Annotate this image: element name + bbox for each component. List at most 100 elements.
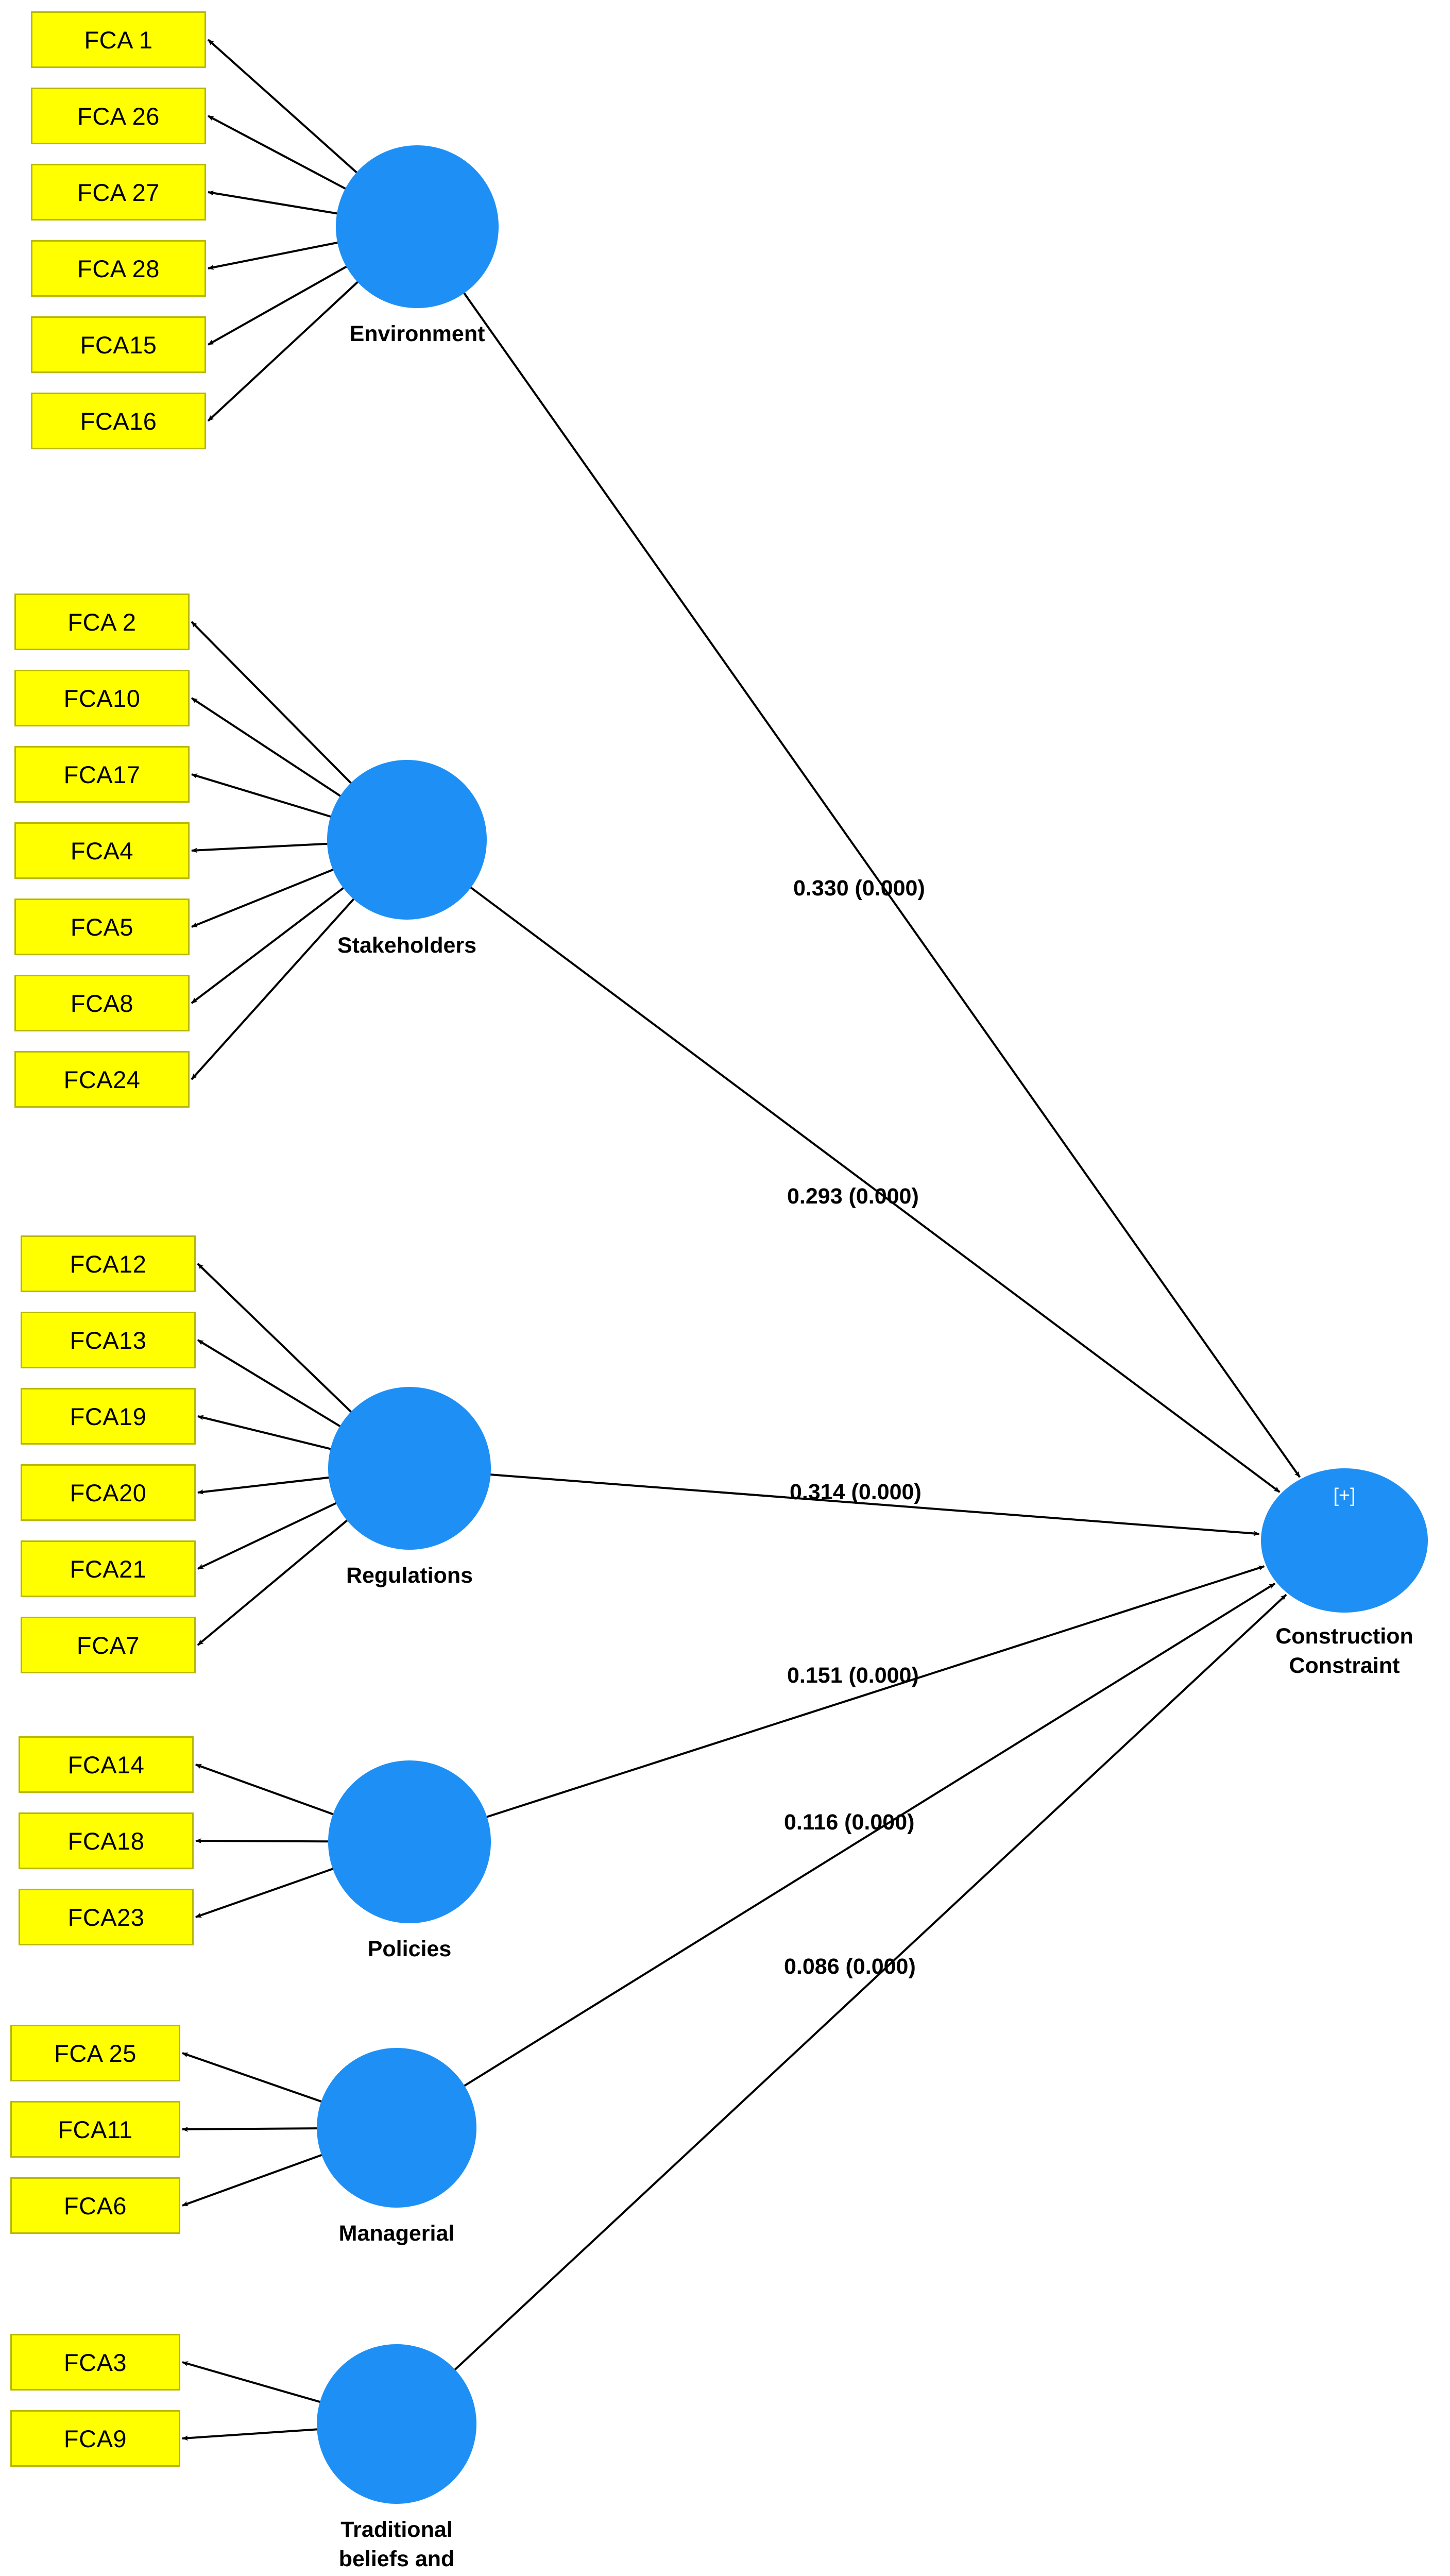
indicator-box[interactable]: FCA21 bbox=[21, 1540, 196, 1597]
measurement-arrow bbox=[191, 697, 342, 798]
indicator-box[interactable]: FCA 26 bbox=[31, 88, 206, 144]
measurement-arrow bbox=[182, 2361, 321, 2403]
construct-label-line: Regulations bbox=[346, 1563, 473, 1588]
indicator-box[interactable]: FCA6 bbox=[10, 2177, 180, 2234]
structural-path-traditional-beliefs-ownership bbox=[453, 1594, 1287, 2371]
construct-circle-regulations[interactable] bbox=[328, 1387, 491, 1550]
measurement-arrow bbox=[195, 1867, 334, 1918]
indicator-box[interactable]: FCA11 bbox=[10, 2101, 180, 2158]
construct-circle-construction-constraint[interactable] bbox=[1261, 1468, 1428, 1613]
construct-label-environment: Environment bbox=[299, 319, 536, 349]
measurement-arrow bbox=[208, 265, 348, 346]
measurement-arrow bbox=[197, 1339, 342, 1428]
path-coefficient-label: 0.293 (0.000) bbox=[787, 1184, 919, 1209]
construct-label-line: Traditional bbox=[340, 2517, 453, 2542]
indicator-box[interactable]: FCA3 bbox=[10, 2334, 180, 2391]
indicator-box[interactable]: FCA18 bbox=[19, 1812, 194, 1869]
indicator-label: FCA23 bbox=[67, 1903, 145, 1931]
measurement-arrow bbox=[182, 2154, 323, 2207]
indicator-label: FCA9 bbox=[63, 2425, 127, 2452]
structural-path-stakeholders bbox=[469, 886, 1281, 1493]
construct-label-line: Construction bbox=[1275, 1624, 1413, 1649]
indicator-label: FCA11 bbox=[58, 2115, 133, 2143]
measurement-arrow bbox=[208, 190, 338, 215]
construct-label-line: ownership bbox=[278, 2574, 515, 2576]
measurement-arrow bbox=[197, 1519, 349, 1646]
measurement-arrow bbox=[182, 2052, 323, 2103]
indicator-box[interactable]: FCA12 bbox=[21, 1235, 196, 1292]
structural-path-policies bbox=[485, 1565, 1265, 1819]
indicator-box[interactable]: FCA19 bbox=[21, 1388, 196, 1445]
indicator-box[interactable]: FCA7 bbox=[21, 1617, 196, 1673]
indicator-box[interactable]: FCA9 bbox=[10, 2410, 180, 2467]
indicator-label: FCA16 bbox=[80, 407, 157, 435]
indicator-label: FCA19 bbox=[70, 1402, 147, 1430]
construct-label-regulations: Regulations bbox=[291, 1561, 528, 1590]
indicator-label: FCA24 bbox=[63, 1065, 141, 1093]
construct-circle-traditional-beliefs-ownership[interactable] bbox=[317, 2344, 476, 2504]
indicator-box[interactable]: FCA5 bbox=[14, 899, 190, 955]
measurement-arrow bbox=[197, 1502, 337, 1570]
indicator-box[interactable]: FCA23 bbox=[19, 1889, 194, 1945]
structural-path-regulations bbox=[489, 1473, 1260, 1536]
indicator-label: FCA 27 bbox=[77, 178, 160, 206]
expand-marker[interactable]: [+] bbox=[1333, 1485, 1356, 1506]
measurement-arrow bbox=[207, 280, 360, 422]
measurement-arrow bbox=[195, 1764, 334, 1816]
indicator-label: FCA20 bbox=[70, 1479, 147, 1506]
structural-path-environment bbox=[463, 292, 1301, 1478]
path-coefficient-label: 0.330 (0.000) bbox=[793, 876, 925, 901]
construct-circle-policies[interactable] bbox=[328, 1760, 491, 1923]
indicator-box[interactable]: FCA15 bbox=[31, 316, 206, 373]
measurement-arrow bbox=[182, 2428, 318, 2441]
construct-circle-stakeholders[interactable] bbox=[327, 760, 487, 920]
indicator-box[interactable]: FCA 1 bbox=[31, 11, 206, 68]
indicator-box[interactable]: FCA 27 bbox=[31, 164, 206, 221]
measurement-arrow bbox=[191, 868, 334, 928]
construct-label-policies: Policies bbox=[291, 1935, 528, 1964]
construct-label-line: Constraint bbox=[1289, 1653, 1400, 1678]
construct-label-line: Policies bbox=[367, 1937, 452, 1961]
indicator-label: FCA13 bbox=[70, 1326, 147, 1354]
indicator-box[interactable]: FCA10 bbox=[14, 670, 190, 726]
path-coefficient-label: 0.116 (0.000) bbox=[784, 1810, 915, 1835]
indicator-box[interactable]: FCA16 bbox=[31, 393, 206, 449]
construct-label-stakeholders: Stakeholders bbox=[288, 931, 525, 960]
structural-path-managerial bbox=[463, 1582, 1275, 2088]
indicator-box[interactable]: FCA8 bbox=[14, 975, 190, 1031]
indicator-label: FCA 2 bbox=[67, 608, 137, 636]
path-coefficient-label: 0.151 (0.000) bbox=[787, 1663, 919, 1688]
indicator-label: FCA 26 bbox=[77, 102, 160, 130]
construct-label-managerial: Managerial bbox=[278, 2219, 515, 2248]
measurement-arrow bbox=[208, 241, 339, 270]
measurement-arrow bbox=[191, 886, 345, 1004]
construct-circle-environment[interactable] bbox=[336, 145, 499, 308]
measurement-arrow bbox=[191, 773, 332, 818]
indicator-box[interactable]: FCA14 bbox=[19, 1736, 194, 1793]
indicator-box[interactable]: FCA 28 bbox=[31, 240, 206, 297]
indicator-box[interactable]: FCA 2 bbox=[14, 594, 190, 650]
indicator-box[interactable]: FCA 25 bbox=[10, 2025, 180, 2081]
construct-label-line: beliefs and bbox=[338, 2546, 455, 2571]
indicator-box[interactable]: FCA13 bbox=[21, 1312, 196, 1368]
construct-circle-managerial[interactable] bbox=[317, 2048, 476, 2208]
indicator-box[interactable]: FCA24 bbox=[14, 1051, 190, 1108]
indicator-label: FCA5 bbox=[70, 913, 134, 941]
construct-label-traditional-beliefs-ownership: Traditional beliefs and ownership bbox=[278, 2515, 515, 2576]
indicator-box[interactable]: FCA17 bbox=[14, 746, 190, 803]
indicator-label: FCA10 bbox=[63, 684, 141, 712]
measurement-arrow bbox=[197, 1415, 332, 1450]
measurement-arrow bbox=[197, 1263, 353, 1414]
path-coefficient-label: 0.314 (0.000) bbox=[790, 1480, 922, 1504]
indicator-label: FCA18 bbox=[67, 1827, 145, 1855]
indicator-box[interactable]: FCA4 bbox=[14, 822, 190, 879]
construct-label-line: Managerial bbox=[338, 2221, 455, 2246]
indicator-label: FCA 1 bbox=[84, 26, 153, 54]
construct-label-line: Environment bbox=[349, 321, 485, 346]
indicator-box[interactable]: FCA20 bbox=[21, 1464, 196, 1521]
measurement-arrow bbox=[191, 897, 355, 1080]
indicator-label: FCA4 bbox=[70, 837, 134, 865]
indicator-label: FCA 28 bbox=[77, 255, 160, 282]
